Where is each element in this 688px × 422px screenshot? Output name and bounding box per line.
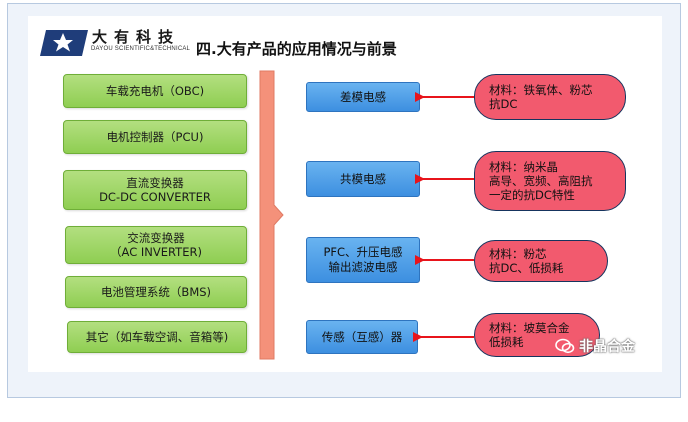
inductor-box-3: PFC、升压电感输出滤波电感 bbox=[306, 237, 420, 283]
application-box-6: 其它（如车载空调、音箱等) bbox=[67, 321, 247, 353]
inductor-box-line: 共模电感 bbox=[340, 171, 386, 186]
wechat-watermark: 非晶合金 bbox=[555, 336, 635, 356]
material-box-line: 材料：纳米晶 bbox=[489, 160, 558, 174]
application-box-line: 其它（如车载空调、音箱等) bbox=[85, 330, 229, 344]
material-box-1: 材料：铁氧体、粉芯抗DC bbox=[474, 74, 626, 120]
material-box-line: 低损耗 bbox=[489, 335, 524, 349]
inductor-box-line: 输出滤波电感 bbox=[328, 260, 398, 274]
application-box-line: 交流变换器 bbox=[127, 231, 185, 245]
material-box-line: 高导、宽频、高阻抗 bbox=[489, 174, 593, 188]
inductor-box-1: 差模电感 bbox=[306, 82, 420, 112]
material-box-2: 材料：纳米晶高导、宽频、高阻抗一定的抗DC特性 bbox=[474, 151, 626, 211]
material-box-3: 材料：粉芯抗DC、低损耗 bbox=[474, 240, 608, 282]
material-box-line: 材料：铁氧体、粉芯 bbox=[489, 83, 593, 97]
material-box-4: 材料：坡莫合金低损耗 bbox=[474, 313, 600, 357]
application-box-4: 交流变换器（AC INVERTER) bbox=[65, 226, 247, 264]
inductor-box-line: 差模电感 bbox=[340, 89, 386, 104]
material-box-line: 材料：坡莫合金 bbox=[489, 321, 570, 335]
company-name-cn: 大有科技 bbox=[92, 28, 181, 46]
material-box-line: 材料：粉芯 bbox=[489, 247, 547, 261]
inductor-box-4: 传感（互感）器 bbox=[306, 320, 418, 354]
material-box-line: 抗DC、低损耗 bbox=[489, 261, 564, 275]
application-box-2: 电机控制器（PCU) bbox=[63, 120, 247, 154]
flow-block-arrow-icon bbox=[259, 70, 284, 360]
star-logo-icon bbox=[40, 30, 88, 56]
inductor-box-line: PFC、升压电感 bbox=[323, 245, 403, 259]
application-box-line: 直流变换器 bbox=[126, 176, 184, 190]
material-box-line: 抗DC bbox=[489, 97, 518, 111]
application-box-5: 电池管理系统（BMS) bbox=[65, 276, 247, 308]
material-box-line: 一定的抗DC特性 bbox=[489, 188, 575, 202]
inductor-box-line: 传感（互感）器 bbox=[321, 329, 403, 344]
company-name-en: DAYOU SCIENTIFIC&TECHNICAL bbox=[91, 46, 191, 52]
application-box-line: DC-DC CONVERTER bbox=[99, 190, 211, 204]
application-box-line: 车载充电机（OBC) bbox=[105, 84, 205, 98]
application-box-line: 电池管理系统（BMS) bbox=[100, 285, 212, 299]
inductor-box-2: 共模电感 bbox=[306, 161, 420, 197]
application-box-1: 车载充电机（OBC) bbox=[63, 74, 247, 108]
slide-title: 四.大有产品的应用情况与前景 bbox=[196, 40, 397, 58]
application-box-line: （AC INVERTER) bbox=[110, 245, 202, 259]
wechat-icon bbox=[555, 338, 575, 354]
watermark-text: 非晶合金 bbox=[579, 339, 635, 355]
application-box-line: 电机控制器（PCU) bbox=[106, 130, 204, 144]
